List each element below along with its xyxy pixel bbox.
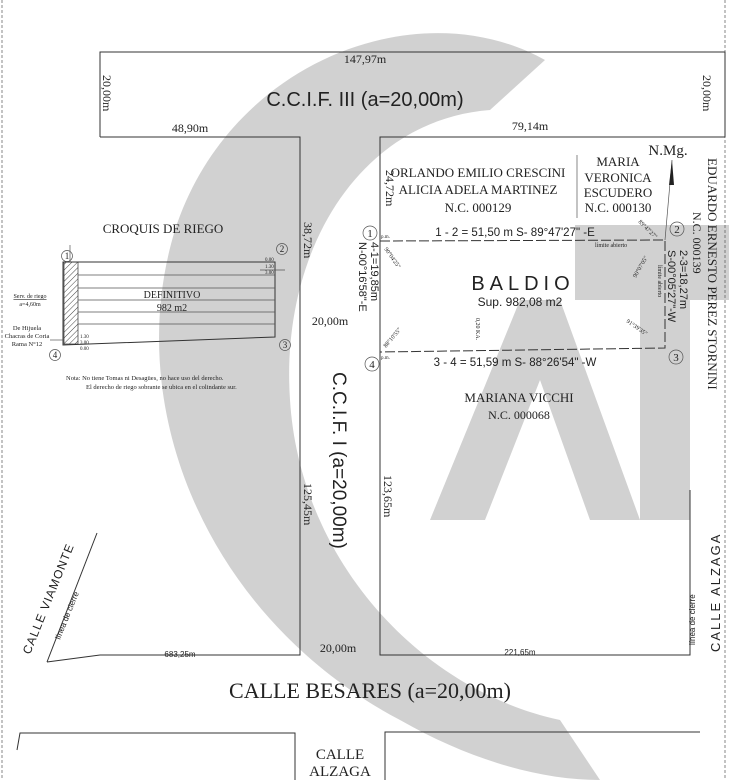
- dim-221-65: 221,65m: [504, 648, 535, 657]
- lot-side-2-3-length: 2-3=18,27m: [677, 250, 689, 309]
- north-arrow-label: N.Mg.: [648, 143, 687, 159]
- linea-cierre-right: línea de cierre: [688, 594, 697, 645]
- neighbor-north-2-nc: N.C. 000130: [585, 200, 652, 215]
- croquis-nota-1: Nota: No tiene Tomas ni Desagües, no hac…: [66, 375, 224, 382]
- street-besares: CALLE BESARES (a=20,00m): [229, 678, 511, 703]
- croquis-vertex-3: 3: [283, 340, 288, 350]
- street-alzaga-right: CALLE ALZAGA: [708, 533, 723, 652]
- neighbor-north-2-line3: ESCUDERO: [584, 185, 653, 200]
- croquis-val-000-b: 0.00: [80, 347, 89, 352]
- angle-1: 90°04'25": [382, 246, 402, 270]
- croquis-hijuela-2: Chacras de Coria: [5, 333, 50, 340]
- neighbor-east-nc: N.C. 000139: [690, 212, 704, 274]
- pm-1: p.m.: [381, 235, 390, 240]
- neighbor-north-2-line2: VERONICA: [584, 170, 652, 185]
- pm-4: p.m.: [381, 356, 390, 361]
- croquis-title: CROQUIS DE RIEGO: [103, 221, 224, 236]
- croquis-val-130-b: 1.30: [80, 335, 89, 340]
- neighbor-south-nc: N.C. 000068: [488, 408, 550, 422]
- lot-name: BALDIO: [471, 273, 574, 295]
- vertex-2: 2: [674, 224, 680, 236]
- neighbor-north-2-line1: MARIA: [596, 154, 640, 169]
- limite-abierto-top: límite abierto: [595, 243, 627, 249]
- dim-24-72: 24,72m: [383, 170, 397, 207]
- croquis-vertex-2: 2: [280, 244, 285, 254]
- limite-abierto-right: límite abierto: [656, 265, 662, 297]
- croquis-serv-riego: Serv. de riego: [13, 294, 46, 300]
- lot-baldio: [379, 159, 674, 353]
- angle-4: 88°10'55": [382, 326, 403, 349]
- neighbor-south-name: MARIANA VICCHI: [464, 390, 573, 405]
- watermark-logo: [159, 33, 729, 780]
- dim-top-right-width: 20,00m: [700, 75, 714, 112]
- ccif1-label: C.C.I.F. I (a=20,00m): [328, 372, 349, 549]
- dim-top-left-width: 20,00m: [100, 75, 114, 112]
- dim-20-bottom: 20,00m: [320, 641, 357, 655]
- lot-side-2-3-bearing: S-00°05'27"-W: [665, 250, 677, 323]
- block-lines: [16, 51, 726, 780]
- lot-side-1-2: 1 - 2 = 51,50 m S- 89°47'27" -E: [435, 227, 595, 239]
- dim-125-45: 125,45m: [301, 483, 315, 526]
- croquis-nota-2: El derecho de riego sobrante se ubica en…: [86, 384, 237, 391]
- dim-123-65: 123,65m: [381, 475, 395, 518]
- croquis-vertex-1: 1: [65, 251, 70, 261]
- dim-20-mid: 20,00m: [312, 314, 349, 328]
- vertex-1: 1: [367, 228, 373, 240]
- dim-683-25: 683,25m: [164, 650, 195, 659]
- neighbor-north-1-line2: ALICIA ADELA MARTINEZ: [399, 182, 558, 197]
- croquis-val-300: 3.00: [265, 271, 274, 276]
- croquis-val-130: 1.30: [265, 265, 274, 270]
- lot-side-3-4: 3 - 4 = 51,59 m S- 88°26'54" -W: [434, 357, 597, 369]
- ka-label: 0,20 KA.: [474, 318, 480, 341]
- dim-38-72: 38,72m: [301, 222, 315, 259]
- croquis-serv-width: a=4,60m: [19, 302, 41, 308]
- ccif3-label: C.C.I.F. III (a=20,00m): [266, 89, 463, 111]
- neighbor-north-1-line1: ORLANDO EMILIO CRESCINI: [391, 165, 566, 180]
- croquis-definitivo: DEFINITIVO: [144, 290, 201, 301]
- linea-cierre-left: línea de cierre: [54, 590, 82, 641]
- dim-right-block: 79,14m: [512, 119, 549, 133]
- dim-top-length: 147,97m: [344, 52, 387, 66]
- neighbor-east-name: EDUARDO ERNESTO PEREZ STORNINI: [705, 158, 720, 390]
- croquis-area: 982 m2: [157, 303, 187, 314]
- dim-left-block: 48,90m: [172, 121, 209, 135]
- lot-area: Sup. 982,08 m2: [478, 295, 563, 309]
- croquis-val-000: 0.00: [265, 258, 274, 263]
- street-alzaga-bottom-2: ALZAGA: [309, 764, 371, 780]
- lot-side-4-1-length: 4-1=19,85m: [368, 242, 380, 301]
- vertex-4: 4: [369, 359, 375, 371]
- croquis-de-riego: CROQUIS DE RIEGO 1 2 3 4 DEFINITIVO 982 …: [5, 221, 291, 391]
- croquis-val-300-b: 3.00: [80, 341, 89, 346]
- lot-side-4-1-bearing: N-00°16'58"-E: [356, 242, 368, 312]
- croquis-hijuela-1: De Hijuela: [13, 325, 41, 332]
- street-alzaga-bottom-1: CALLE: [316, 747, 364, 763]
- vertex-markers: 1 2 3 4: [362, 221, 685, 372]
- croquis-vertex-4: 4: [53, 350, 58, 360]
- neighbor-north-1-nc: N.C. 000129: [445, 200, 512, 215]
- croquis-hijuela-3: Rama N°12: [12, 341, 43, 348]
- vertex-3: 3: [673, 352, 679, 364]
